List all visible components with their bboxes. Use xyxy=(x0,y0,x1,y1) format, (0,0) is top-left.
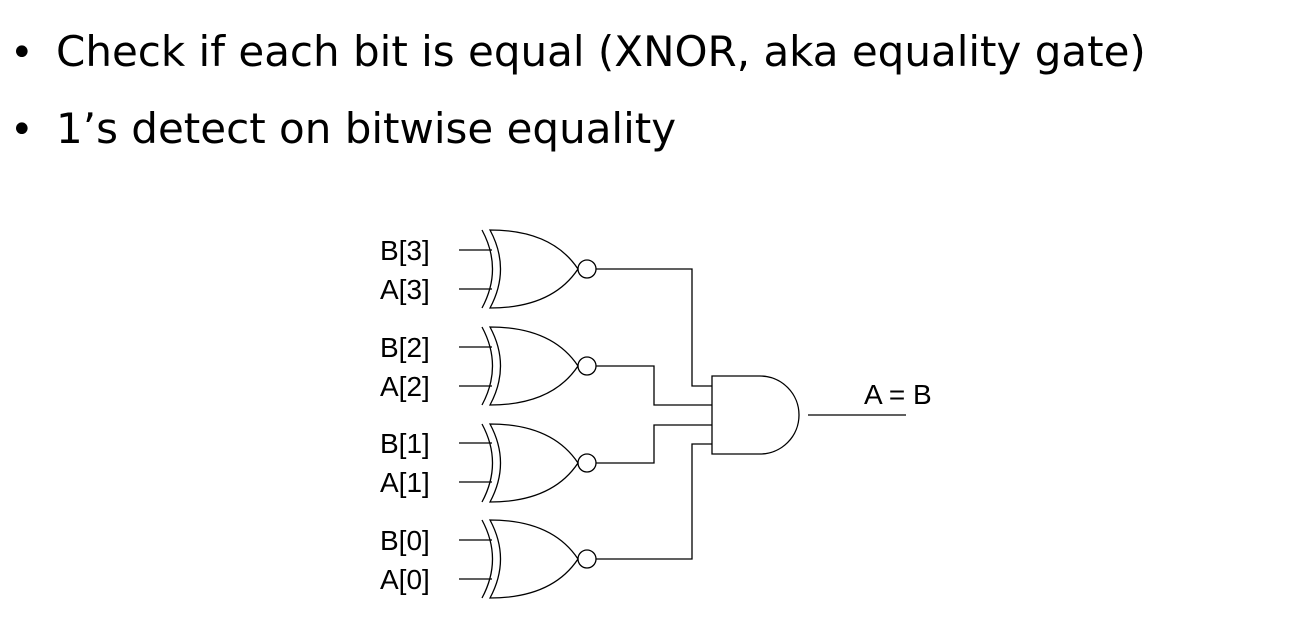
input-label-a1: A[1] xyxy=(380,467,430,498)
wire-xnor2-to-and xyxy=(596,365,712,406)
xnor-body xyxy=(488,326,579,406)
xnor-extra-arc xyxy=(481,519,494,599)
input-label-a0: A[0] xyxy=(380,564,430,595)
wire-xnor0-to-and xyxy=(596,443,712,560)
input-label-b1: B[1] xyxy=(380,428,430,459)
bullet-item: • 1’s detect on bitwise equality xyxy=(10,91,1146,168)
input-label-b0: B[0] xyxy=(380,525,430,556)
xnor-gate-0: B[0] A[0] xyxy=(380,519,597,599)
xnor-extra-arc xyxy=(481,326,494,406)
xnor-gate-2: B[2] A[2] xyxy=(380,326,597,406)
xnor-gate-1: B[1] A[1] xyxy=(380,423,597,503)
xnor-body xyxy=(488,519,579,599)
inversion-bubble xyxy=(577,453,597,473)
inversion-bubble xyxy=(577,259,597,279)
bullet-dot: • xyxy=(10,30,34,76)
input-label-b3: B[3] xyxy=(380,235,430,266)
and-gate xyxy=(711,375,800,455)
wire-xnor3-to-and xyxy=(596,268,712,387)
xnor-body xyxy=(488,423,579,503)
bullet-dot: • xyxy=(10,107,34,153)
input-label-a3: A[3] xyxy=(380,274,430,305)
xnor-body xyxy=(488,229,579,309)
input-label-a2: A[2] xyxy=(380,371,430,402)
bullet-text: 1’s detect on bitwise equality xyxy=(56,104,677,153)
inversion-bubble xyxy=(577,549,597,569)
xnor-extra-arc xyxy=(481,229,494,309)
inversion-bubble xyxy=(577,356,597,376)
input-label-b2: B[2] xyxy=(380,332,430,363)
output-label: A = B xyxy=(864,379,932,410)
wire-xnor1-to-and xyxy=(596,424,712,464)
xnor-gate-3: B[3] A[3] xyxy=(380,229,597,309)
bullet-list: • Check if each bit is equal (XNOR, aka … xyxy=(10,14,1146,168)
bullet-item: • Check if each bit is equal (XNOR, aka … xyxy=(10,14,1146,91)
xnor-extra-arc xyxy=(481,423,494,503)
bullet-text: Check if each bit is equal (XNOR, aka eq… xyxy=(56,27,1146,76)
